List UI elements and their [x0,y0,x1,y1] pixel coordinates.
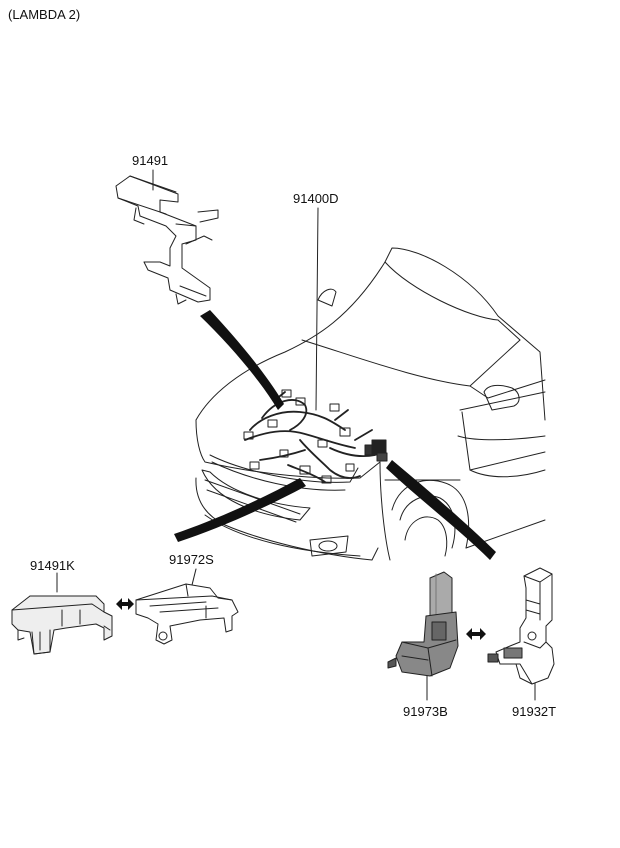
part-label-91491K[interactable]: 91491K [30,558,75,573]
part-label-91972S[interactable]: 91972S [169,552,214,567]
pointer-swooshes [174,310,496,560]
car-outline [195,247,546,561]
part-91491-bracket [115,175,219,305]
part-label-91400D[interactable]: 91400D [293,191,339,206]
part-label-91491[interactable]: 91491 [132,153,169,168]
part-label-91973B[interactable]: 91973B [403,704,448,719]
swap-arrows [116,598,486,640]
part-label-91932T[interactable]: 91932T [512,704,557,719]
part-91972s-cover [135,583,239,645]
variant-title: (LAMBDA 2) [8,7,81,22]
part-91932t-bracket [487,567,555,685]
part-91491k-cover [11,595,113,655]
part-91973b-box [387,571,459,677]
harness-connectors [243,389,388,484]
leader-lines [56,169,536,701]
